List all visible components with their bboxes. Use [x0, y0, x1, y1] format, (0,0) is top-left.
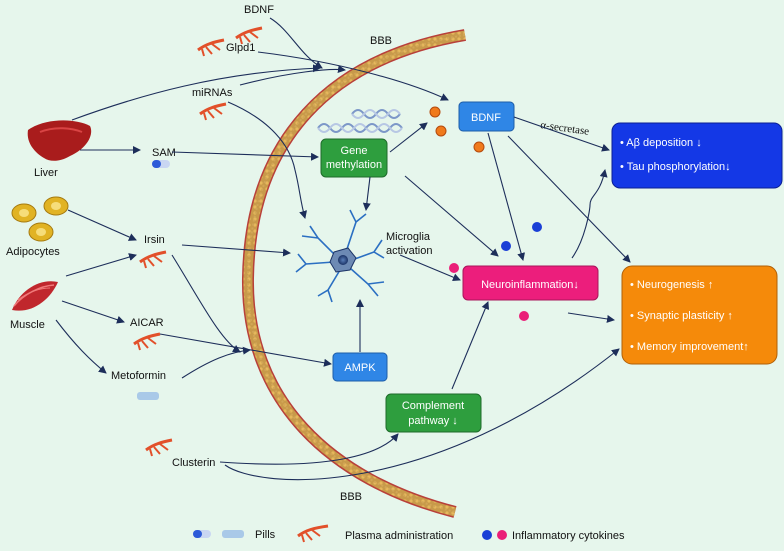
neuroinflammation-label: Neuroinflammation↓	[481, 279, 579, 291]
legend: Pills Plasma administration Inflammatory…	[193, 524, 625, 543]
muscle-label: Muscle	[10, 319, 45, 331]
liver-label: Liver	[34, 167, 58, 179]
legend-cytokines-label: Inflammatory cytokines	[512, 530, 625, 542]
bdnf-molecule-dot	[473, 141, 485, 153]
legend-blue-cytokine-icon	[482, 530, 492, 540]
bdnf-box: BDNF	[458, 101, 515, 132]
plasma-vessel-icon	[197, 38, 225, 57]
plasma-vessel-icon	[235, 26, 263, 45]
legend-plasma-label: Plasma administration	[345, 530, 453, 542]
legend-pill-icon	[193, 530, 244, 538]
outcome-tau: • Tau phosphorylation↓	[620, 161, 731, 173]
liver-icon	[27, 120, 92, 161]
legend-plasma-icon	[297, 524, 329, 543]
cytokine-blue-dot	[501, 241, 511, 251]
sam-label: SAM	[152, 147, 176, 159]
aicar-label: AICAR	[130, 317, 164, 329]
irsin-label: Irsin	[144, 234, 165, 246]
blood-brain-barrier	[241, 29, 467, 518]
plasma-vessel-icon	[145, 438, 173, 457]
gene-methylation-line1: Gene	[341, 145, 368, 157]
mirnas-label: miRNAs	[192, 87, 233, 99]
outcome-cognition-box: • Neurogenesis ↑ • Synaptic plasticity ↑…	[621, 265, 778, 365]
pill-icon	[137, 392, 159, 400]
bdnf-molecule-dot	[429, 106, 441, 118]
complement-line1: Complement	[402, 400, 464, 412]
cytokine-blue-dot	[532, 222, 542, 232]
metoformin-label: Metoformin	[111, 370, 166, 382]
microglia-nucleus	[338, 255, 348, 265]
dna-helix-icon	[317, 123, 367, 133]
dna-helix-icon	[365, 123, 403, 133]
clusterin-label: Clusterin	[172, 457, 215, 469]
cytokine-pink-dot	[519, 311, 529, 321]
outcome-synaptic: • Synaptic plasticity ↑	[630, 310, 733, 322]
legend-pills-label: Pills	[255, 529, 276, 541]
adipocytes-label: Adipocytes	[6, 246, 60, 258]
ampk-box: AMPK	[332, 352, 388, 382]
outcome-amyloid-tau-box: • Aβ deposition ↓ • Tau phosphorylation↓	[611, 122, 783, 189]
complement-line2: pathway ↓	[408, 415, 458, 427]
bbb-label-top: BBB	[370, 35, 392, 47]
neuroinflammation-box: Neuroinflammation↓	[462, 265, 599, 301]
bdnf-box-label: BDNF	[471, 112, 501, 124]
complement-pathway-box: Complement pathway ↓	[385, 393, 482, 433]
pathway-arrows	[55, 17, 631, 481]
plasma-vessel-icon	[133, 332, 161, 351]
adipocytes-icon	[11, 196, 69, 242]
bdnf-molecule-dot	[435, 125, 447, 137]
gene-methylation-box: Gene methylation	[320, 138, 388, 178]
muscle-icon	[12, 281, 58, 311]
ampk-label: AMPK	[344, 362, 376, 374]
microglia-label-line1: Microglia	[386, 231, 431, 243]
microglia-label-line2: activation	[386, 245, 432, 257]
microglia-cell-icon	[295, 209, 385, 303]
glpd1-label: Glpd1	[226, 42, 255, 54]
bdnf-source-label: BDNF	[244, 4, 274, 16]
plasma-vessel-icon	[199, 102, 227, 121]
legend-pink-cytokine-icon	[497, 530, 507, 540]
pill-icon	[152, 160, 170, 168]
outcome-memory: • Memory improvement↑	[630, 341, 749, 353]
outcome-abeta: • Aβ deposition ↓	[620, 137, 702, 149]
dna-helix-icon	[351, 109, 401, 119]
plasma-vessel-icon	[139, 250, 167, 269]
outcome-neurogenesis: • Neurogenesis ↑	[630, 279, 713, 291]
bbb-label-bottom: BBB	[340, 491, 362, 503]
cytokine-pink-dot	[449, 263, 459, 273]
gene-methylation-line2: methylation	[326, 159, 382, 171]
